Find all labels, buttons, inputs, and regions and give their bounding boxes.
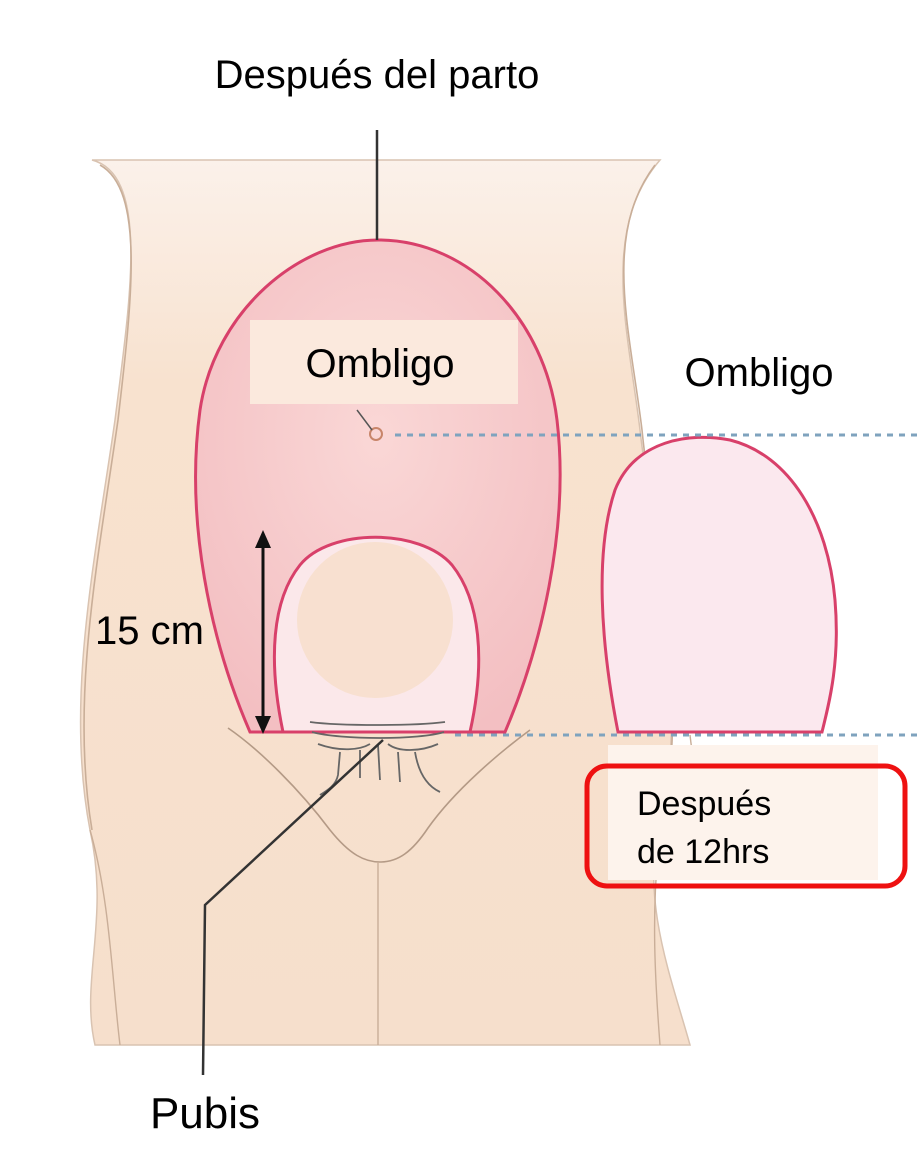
umbilicus-label-left: Ombligo: [306, 342, 455, 386]
after-12h-label-line1: Después: [637, 785, 771, 823]
pubis-label: Pubis: [150, 1089, 260, 1138]
title-label: Después del parto: [215, 53, 540, 97]
measure-label: 15 cm: [95, 609, 204, 653]
umbilicus-label-right: Ombligo: [685, 351, 834, 395]
fetal-head-circle: [297, 542, 453, 698]
after-12h-label-line2: de 12hrs: [637, 833, 769, 871]
